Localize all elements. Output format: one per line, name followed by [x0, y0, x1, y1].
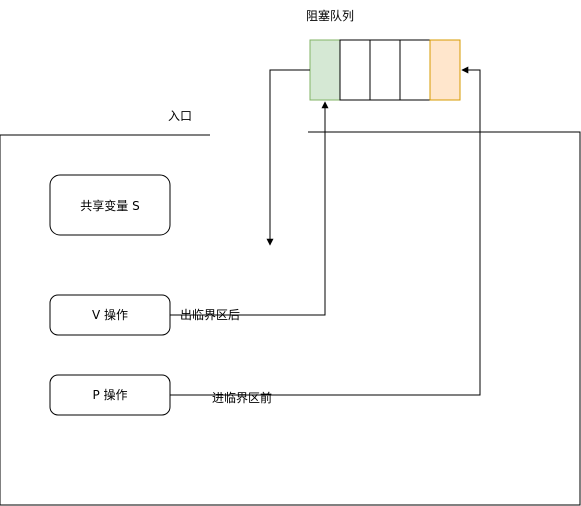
before-critical-section-label: 进临界区前 — [212, 390, 272, 405]
queue-cell — [369, 39, 401, 101]
dequeue-arrow — [266, 69, 310, 246]
v-operation-label: V 操作 — [92, 307, 128, 322]
critical-region-boundary — [0, 131, 581, 506]
shared-variable-label: 共享变量 S — [80, 198, 139, 213]
shared-variable-box — [49, 174, 171, 236]
wake-arrow — [170, 101, 329, 316]
blocking-queue — [309, 39, 461, 101]
p-operation-label: P 操作 — [92, 387, 127, 402]
queue-head-cell — [309, 39, 341, 101]
after-critical-section-label: 出临界区后 — [180, 308, 240, 322]
entrance-label: 入口 — [168, 109, 192, 123]
block-arrow — [170, 66, 481, 396]
queue-tail-cell — [429, 39, 461, 101]
queue-cell — [399, 39, 431, 101]
queue-cell — [339, 39, 371, 101]
queue-title: 阻塞队列 — [306, 8, 354, 23]
